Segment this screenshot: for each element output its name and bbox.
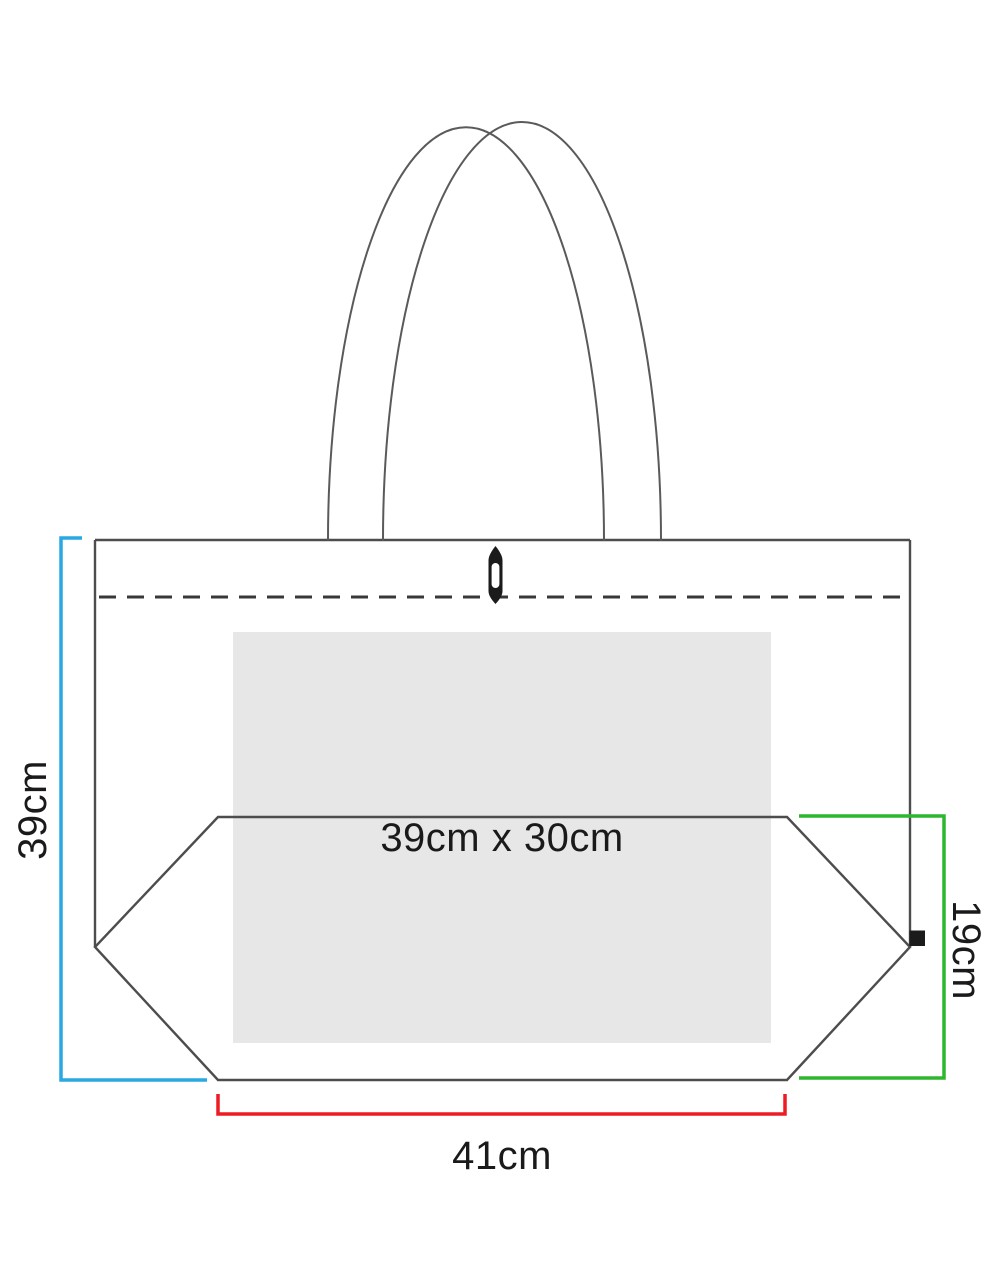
- side-seam-tab: [909, 930, 925, 946]
- depth-label: 19cm: [944, 900, 988, 1000]
- handle-group: [327, 121, 662, 541]
- width-label: 41cm: [452, 1134, 552, 1178]
- bottom-gusset-panel: [93, 815, 912, 1082]
- height-label: 39cm: [11, 760, 55, 860]
- width-bracket: [216, 1094, 787, 1116]
- print-area-label: 39cm x 30cm: [380, 816, 623, 860]
- print-area: [233, 632, 771, 1043]
- snap-toggle-slot: [491, 563, 500, 588]
- depth-bracket: [799, 814, 946, 1080]
- handle-strap-arc-left: [327, 126, 605, 541]
- hardware-group: [488, 546, 925, 946]
- dimension-labels: 39cm x 30cm 41cm 39cm 19cm: [11, 760, 988, 1178]
- height-bracket: [59, 536, 207, 1082]
- dimension-brackets: [59, 536, 946, 1116]
- bag-outline-group: [93, 538, 912, 1082]
- handle-strap-arc-right: [382, 121, 662, 541]
